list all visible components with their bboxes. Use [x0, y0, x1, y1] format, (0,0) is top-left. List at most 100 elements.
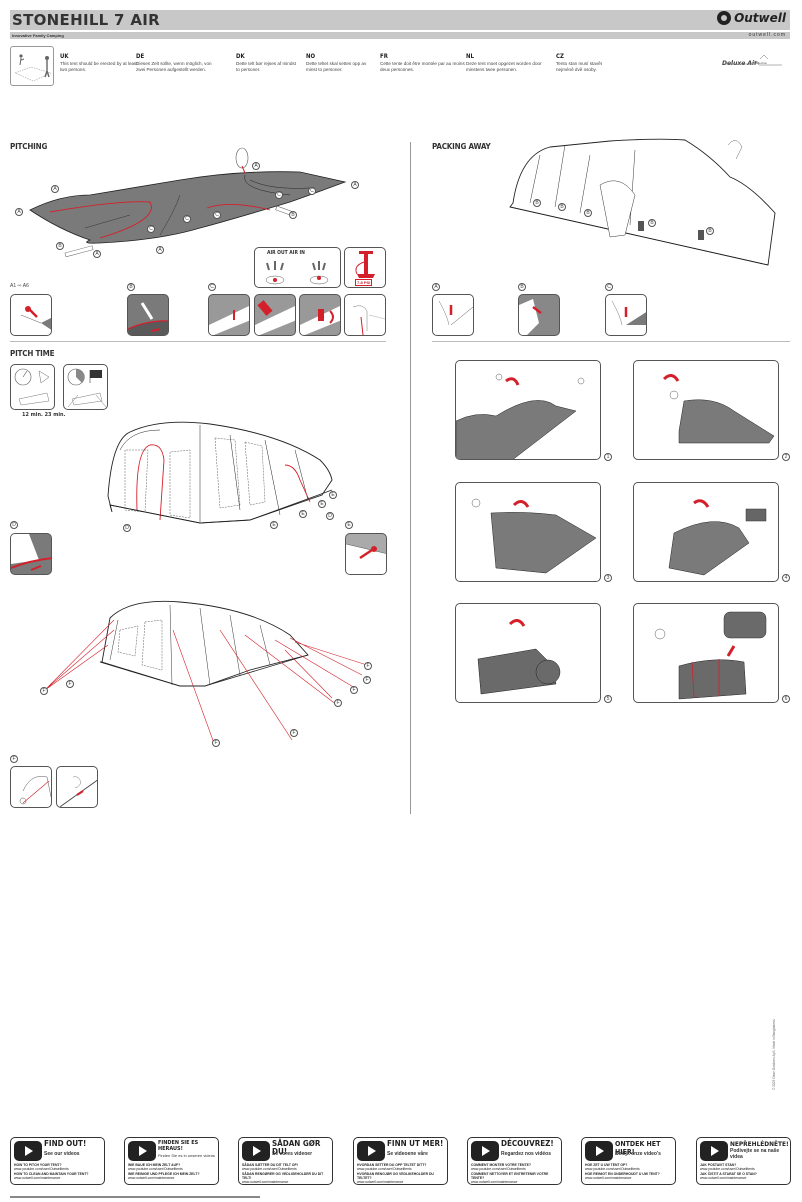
play-video-icon[interactable]	[242, 1141, 270, 1161]
fold-step-6	[633, 603, 779, 703]
valve-step-4	[344, 294, 386, 336]
youtube-link[interactable]: www.youtube.com/user/Outwelltents	[357, 1167, 412, 1172]
youtube-link[interactable]: www.youtube.com/user/Outwelltents	[471, 1167, 526, 1172]
label-a3: A	[51, 185, 59, 193]
guyline-tension-icon	[59, 776, 97, 807]
label-pack-b5: B	[706, 227, 714, 235]
step-number-3: 3	[604, 574, 612, 582]
label-c5: C	[308, 187, 316, 195]
remove-peg-icon	[438, 300, 473, 326]
pitch-time-title: PITCH TIME	[10, 349, 55, 358]
pitch-time-full-panel	[63, 364, 108, 410]
maintenance-link[interactable]: www.outwell.com/maintenance	[700, 1175, 747, 1180]
brand-logo: Outwell	[717, 11, 786, 25]
deflating-tent-illustration	[509, 138, 776, 266]
bottom-rule	[10, 1196, 260, 1198]
deluxe-wave-icon	[724, 54, 782, 66]
label-f2: F	[66, 680, 74, 688]
pump-icon	[355, 251, 375, 278]
video-box-dk[interactable]: SÅDAN GØR DU! Se vores videoer SÅDAN SÆT…	[238, 1137, 333, 1185]
packing-divider	[432, 341, 790, 342]
video-box-fr[interactable]: DÉCOUVREZ! Regardez nos vidéos COMMENT M…	[467, 1137, 562, 1185]
maintenance-link[interactable]: www.outwell.com/maintenance	[14, 1175, 61, 1180]
label-f7: F	[363, 676, 371, 684]
label-pack-b4: B	[648, 219, 656, 227]
video-box-de[interactable]: FINDEN SIE ES HERAUS! Finden Sie es in u…	[124, 1137, 219, 1185]
youtube-link[interactable]: www.youtube.com/user/Outwelltents	[585, 1167, 640, 1172]
label-e3: E	[318, 500, 326, 508]
label-a5: A	[15, 208, 23, 216]
video-box-cz[interactable]: NEPŘEHLÉDNĚTE! Podívejte se na naše vide…	[696, 1137, 791, 1185]
valve-step-3	[299, 294, 341, 336]
label-e4: E	[329, 491, 337, 499]
youtube-link[interactable]: www.youtube.com/user/Outwelltents	[128, 1167, 183, 1172]
pitching-ground-sheet-illustration	[29, 147, 347, 258]
guyline-tent-icon	[19, 776, 51, 805]
step-d-label: D	[10, 521, 18, 529]
two-persons-illustration	[14, 54, 52, 82]
play-video-icon[interactable]	[471, 1141, 499, 1161]
label-b-left: B	[56, 242, 64, 250]
maintenance-link[interactable]: www.outwell.com/maintenance	[585, 1175, 632, 1180]
header-bar	[10, 10, 790, 30]
subheader-bar	[10, 32, 790, 39]
fold-step-2	[633, 360, 779, 460]
peg-tension-icon	[346, 543, 386, 574]
maintenance-link[interactable]: www.outwell.com/maintenance	[471, 1180, 518, 1185]
youtube-link[interactable]: www.youtube.com/user/Outwelltents	[14, 1167, 69, 1172]
lang-nl: NL Deze tent moet opgezet worden door mi…	[466, 53, 542, 72]
video-box-nl[interactable]: ONTDEK HET HIER! Bekijk onze video's HOE…	[581, 1137, 676, 1185]
fold-step-3	[455, 482, 601, 582]
step-number-1: 1	[604, 453, 612, 461]
fold-step-2-illustration	[662, 374, 775, 444]
play-video-icon[interactable]	[357, 1141, 385, 1161]
tagline: Innovative Family Camping	[12, 33, 64, 38]
video-box-uk[interactable]: FIND OUT! See our videos HOW TO PITCH YO…	[10, 1137, 105, 1185]
youtube-link[interactable]: www.youtube.com/user/Outwelltents	[242, 1167, 297, 1172]
pack-step-a-panel	[432, 294, 474, 336]
fold-step-1-illustration	[456, 373, 585, 459]
label-d-main: D	[123, 524, 131, 532]
maintenance-link[interactable]: www.outwell.com/maintenance	[128, 1175, 175, 1180]
step-number-5: 5	[604, 695, 612, 703]
play-video-icon[interactable]	[128, 1141, 156, 1161]
step-d-panel	[10, 533, 52, 575]
pitch-time-solo-panel	[10, 364, 55, 410]
page-title: STONEHILL 7 AIR	[12, 11, 160, 29]
pack-step-c-panel	[605, 294, 647, 336]
label-pack-b2: B	[558, 203, 566, 211]
play-video-icon[interactable]	[700, 1141, 728, 1161]
label-pack-b1: B	[533, 199, 541, 207]
video-box-no[interactable]: FINN UT MER! Se videoene våre HVORDAN SE…	[353, 1137, 448, 1185]
youtube-link[interactable]: www.youtube.com/user/Outwelltents	[700, 1167, 755, 1172]
peg-step-panel	[10, 294, 52, 336]
fold-step-1	[455, 360, 601, 460]
label-c3: C	[213, 211, 221, 219]
label-f3: F	[212, 739, 220, 747]
step-e-panel	[345, 533, 387, 575]
zip-arrow-icon	[128, 302, 168, 335]
fold-step-6-illustration	[654, 611, 767, 700]
label-f8: F	[364, 662, 372, 670]
play-video-icon[interactable]	[585, 1141, 613, 1161]
psi-label: 7-8 PSI	[355, 279, 373, 286]
fold-step-4	[633, 482, 779, 582]
pack-step-b-label: B	[518, 283, 526, 291]
valve-step-1	[208, 294, 250, 336]
step-c-label: C	[208, 283, 216, 291]
step-b-label: B	[127, 283, 135, 291]
step-f-label: F	[10, 755, 18, 763]
maintenance-link[interactable]: www.outwell.com/maintenance	[357, 1180, 404, 1185]
label-a1: A	[252, 162, 260, 170]
step-e-label: E	[345, 521, 353, 529]
lang-de: DE Dieses Zelt sollte, wenn möglich, von…	[136, 53, 212, 72]
fold-step-5	[455, 603, 601, 703]
guyed-tent-illustration	[44, 600, 371, 747]
play-video-icon[interactable]	[14, 1141, 42, 1161]
pitching-divider	[10, 341, 386, 342]
maintenance-link[interactable]: www.outwell.com/maintenance	[242, 1180, 289, 1185]
pitch-times: 12 min. 23 min.	[22, 412, 66, 418]
label-c4: C	[275, 191, 283, 199]
label-b-right: B	[289, 211, 297, 219]
label-pack-b3: B	[584, 209, 592, 217]
